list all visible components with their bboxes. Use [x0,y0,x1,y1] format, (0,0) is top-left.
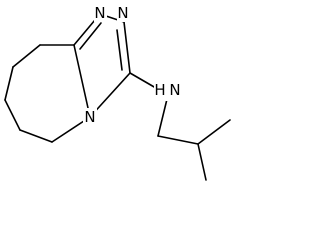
chemical-structure: N N N H N [4,4,231,181]
bond-c9-c8 [12,44,41,68]
bond-c6-c5 [19,129,53,143]
atom-n2: N [117,4,130,22]
bond-c9a-n1-inner [79,22,102,50]
bond-ch2-ch [157,135,199,145]
bond-n4-c9a [73,44,91,118]
bond-ch-me2 [197,143,207,181]
atom-nh: H N [154,81,183,101]
atom-n1: N [94,4,107,22]
atom-n4: N [83,108,97,126]
bond-ch-me1 [197,119,231,145]
atom-h-label: H [154,81,165,99]
atom-n2-label: N [117,4,128,22]
atom-n1-label: N [94,4,105,22]
bond-n2-c3 [123,21,131,74]
atom-n4-label: N [84,108,95,126]
bond-c8-c7 [4,66,14,101]
bond-c7-c6 [4,99,21,131]
atom-nh-label: N [169,81,180,99]
bond-nh-ch2 [157,94,169,137]
bond-n2-c3-inner [116,29,123,71]
